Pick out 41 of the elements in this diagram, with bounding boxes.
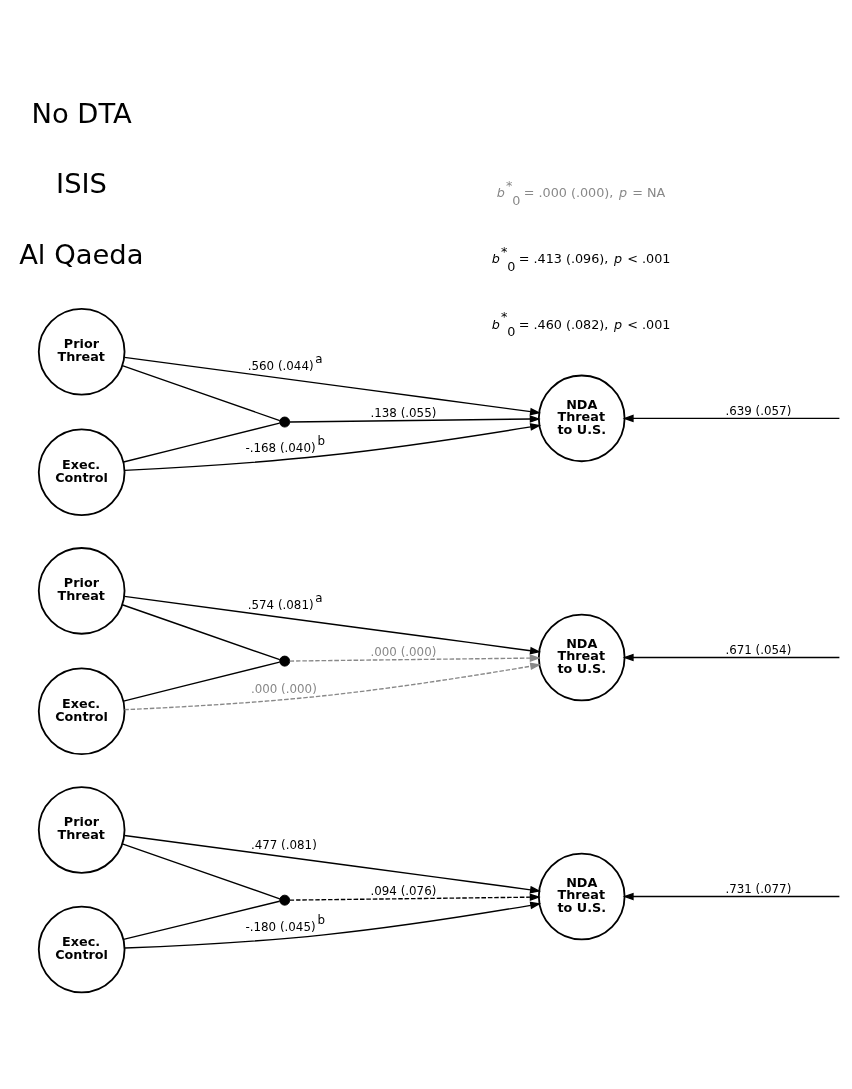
edge-label: .731 (.077) — [725, 881, 792, 896]
arrow — [622, 414, 841, 422]
arrow — [124, 901, 542, 949]
node-circle — [279, 655, 291, 667]
arrow — [289, 892, 541, 901]
arrow — [123, 834, 541, 894]
node-circle — [279, 894, 291, 906]
arrow — [123, 662, 542, 710]
label: ISIS — [56, 167, 107, 199]
connector — [121, 603, 281, 660]
node-circle: Prior Threat — [37, 785, 126, 874]
connector — [122, 660, 281, 702]
label: No DTA — [31, 97, 132, 129]
connector — [122, 421, 281, 463]
arrow — [289, 414, 541, 423]
edge-label: .138 (.055) — [370, 405, 437, 420]
node-circle: Exec. Control — [37, 427, 126, 516]
node-circle: NDA Threat to U.S. — [537, 852, 626, 940]
edge-label: .000 (.000) — [370, 644, 437, 659]
node-circle: NDA Threat to U.S. — [537, 613, 626, 701]
connector — [122, 900, 281, 940]
connector — [121, 842, 281, 899]
node-circle: Prior Threat — [37, 307, 126, 396]
arrow — [622, 892, 841, 900]
connector — [121, 364, 281, 421]
edge-label: .477 (.081) — [250, 837, 317, 852]
edge-label: .639 (.057) — [725, 403, 792, 418]
arrow — [622, 653, 841, 661]
node-circle — [279, 416, 291, 427]
edge-label: .000 (.000) — [250, 681, 317, 695]
arrow — [123, 422, 542, 471]
node-circle: Exec. Control — [37, 667, 126, 755]
arrow — [289, 653, 541, 662]
node-circle: Exec. Control — [37, 905, 126, 993]
node-circle: Prior Threat — [37, 546, 126, 635]
edge-label: .094 (.076) — [370, 883, 437, 898]
edge-label: .671 (.054) — [725, 642, 792, 657]
label: Al Qaeda — [19, 238, 144, 270]
arrow — [123, 356, 541, 415]
node-circle: NDA Threat to U.S. — [537, 374, 626, 462]
arrow — [123, 595, 541, 654]
